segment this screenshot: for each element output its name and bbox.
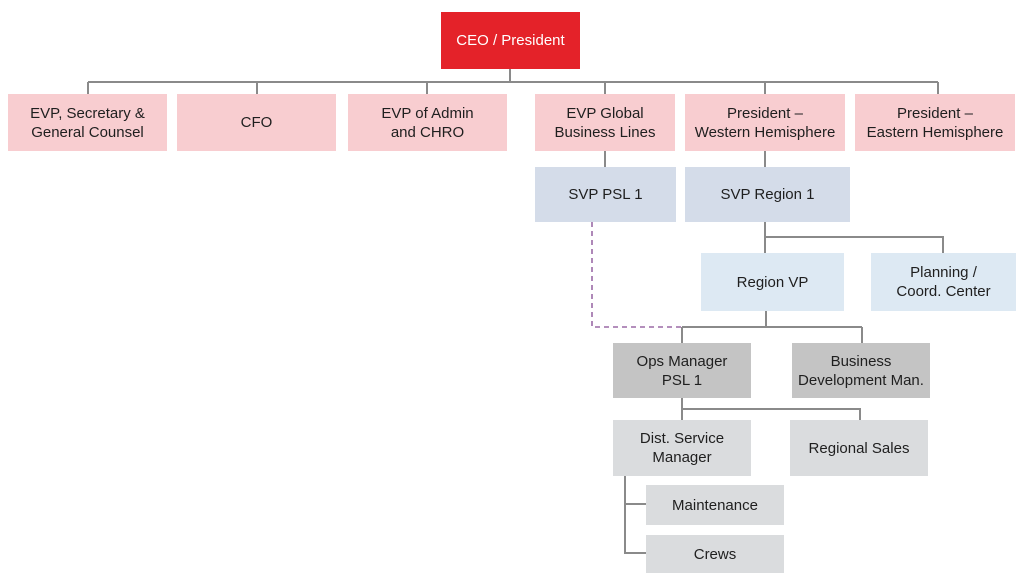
crews-label: Crews [693,545,737,563]
president-eastern-hemisphere-box: President – Eastern Hemisphere [855,94,1015,151]
svp-region-label: SVP Region 1 [720,186,815,203]
evp-global-business-lines-label-line-1: EVP Global [566,104,644,122]
dist-service-manager-label-line-1: Dist. Service [639,430,725,447]
ops-manager-to-field-connector [681,398,861,420]
crews-box: Crews [646,535,784,573]
svp-psl-box: SVP PSL 1 [535,167,676,222]
region-vp-label: Region VP [736,273,809,291]
dist-service-manager-box: Dist. Service Manager [613,420,751,476]
president-eastern-hemisphere-label-line-1: President – [897,104,973,122]
cfo-box: CFO [177,94,336,151]
evp-admin-chro-label-line-1: EVP of Admin [381,104,474,122]
cfo-label: CFO [240,114,273,131]
evp-general-counsel-box: EVP, Secretary & General Counsel [8,94,167,151]
evp-admin-chro-box: EVP of Admin and CHRO [348,94,507,151]
svp-psl-label: SVP PSL 1 [568,186,643,203]
dotted-line-connector [591,222,682,328]
maintenance-label: Maintenance [672,496,758,514]
ceo-to-executives-connector [87,69,939,94]
planning-coord-center-label-line-1: Planning / [910,264,977,281]
evp-admin-chro-label-line-2: and CHRO [390,123,465,141]
dist-service-manager-label-line-2: Manager [652,449,712,466]
regional-sales-label: Regional Sales [808,439,910,457]
president-eastern-hemisphere-label-line-2: Eastern Hemisphere [866,123,1004,141]
ceo-president-label: CEO / President [456,32,565,49]
planning-coord-center-label-line-2: Coord. Center [896,283,991,300]
dist-service-to-teams-connector [624,476,646,554]
ceo-president-box: CEO / President [441,12,580,69]
planning-coord-center-box: Planning / Coord. Center [871,253,1016,311]
maintenance-box: Maintenance [646,485,784,525]
regional-sales-box: Regional Sales [790,420,928,476]
svp-region-to-region-connector [764,222,944,253]
business-development-manager-label-line-2: Development Man. [798,371,924,389]
ops-manager-psl-label-line-2: PSL 1 [661,371,703,389]
evp-global-business-lines-label-line-2: Business Lines [554,123,656,141]
president-western-hemisphere-label-line-2: Western Hemisphere [694,123,836,141]
evp-general-counsel-label-line-2: General Counsel [31,123,144,141]
business-development-manager-box: Business Development Man. [792,343,930,398]
region-vp-box: Region VP [701,253,844,311]
svp-region-box: SVP Region 1 [685,167,850,222]
president-western-hemisphere-box: President – Western Hemisphere [685,94,845,151]
president-western-hemisphere-label-line-1: President – [727,104,803,122]
evp-global-business-lines-box: EVP Global Business Lines [535,94,675,151]
ops-manager-psl-box: Ops Manager PSL 1 [613,343,751,398]
business-development-manager-label-line-1: Business [830,352,892,370]
evp-general-counsel-label-line-1: EVP, Secretary & [30,104,145,122]
region-vp-to-managers-connector [681,311,863,343]
solid-connectors [87,69,944,554]
ops-manager-psl-label-line-1: Ops Manager [636,352,728,370]
